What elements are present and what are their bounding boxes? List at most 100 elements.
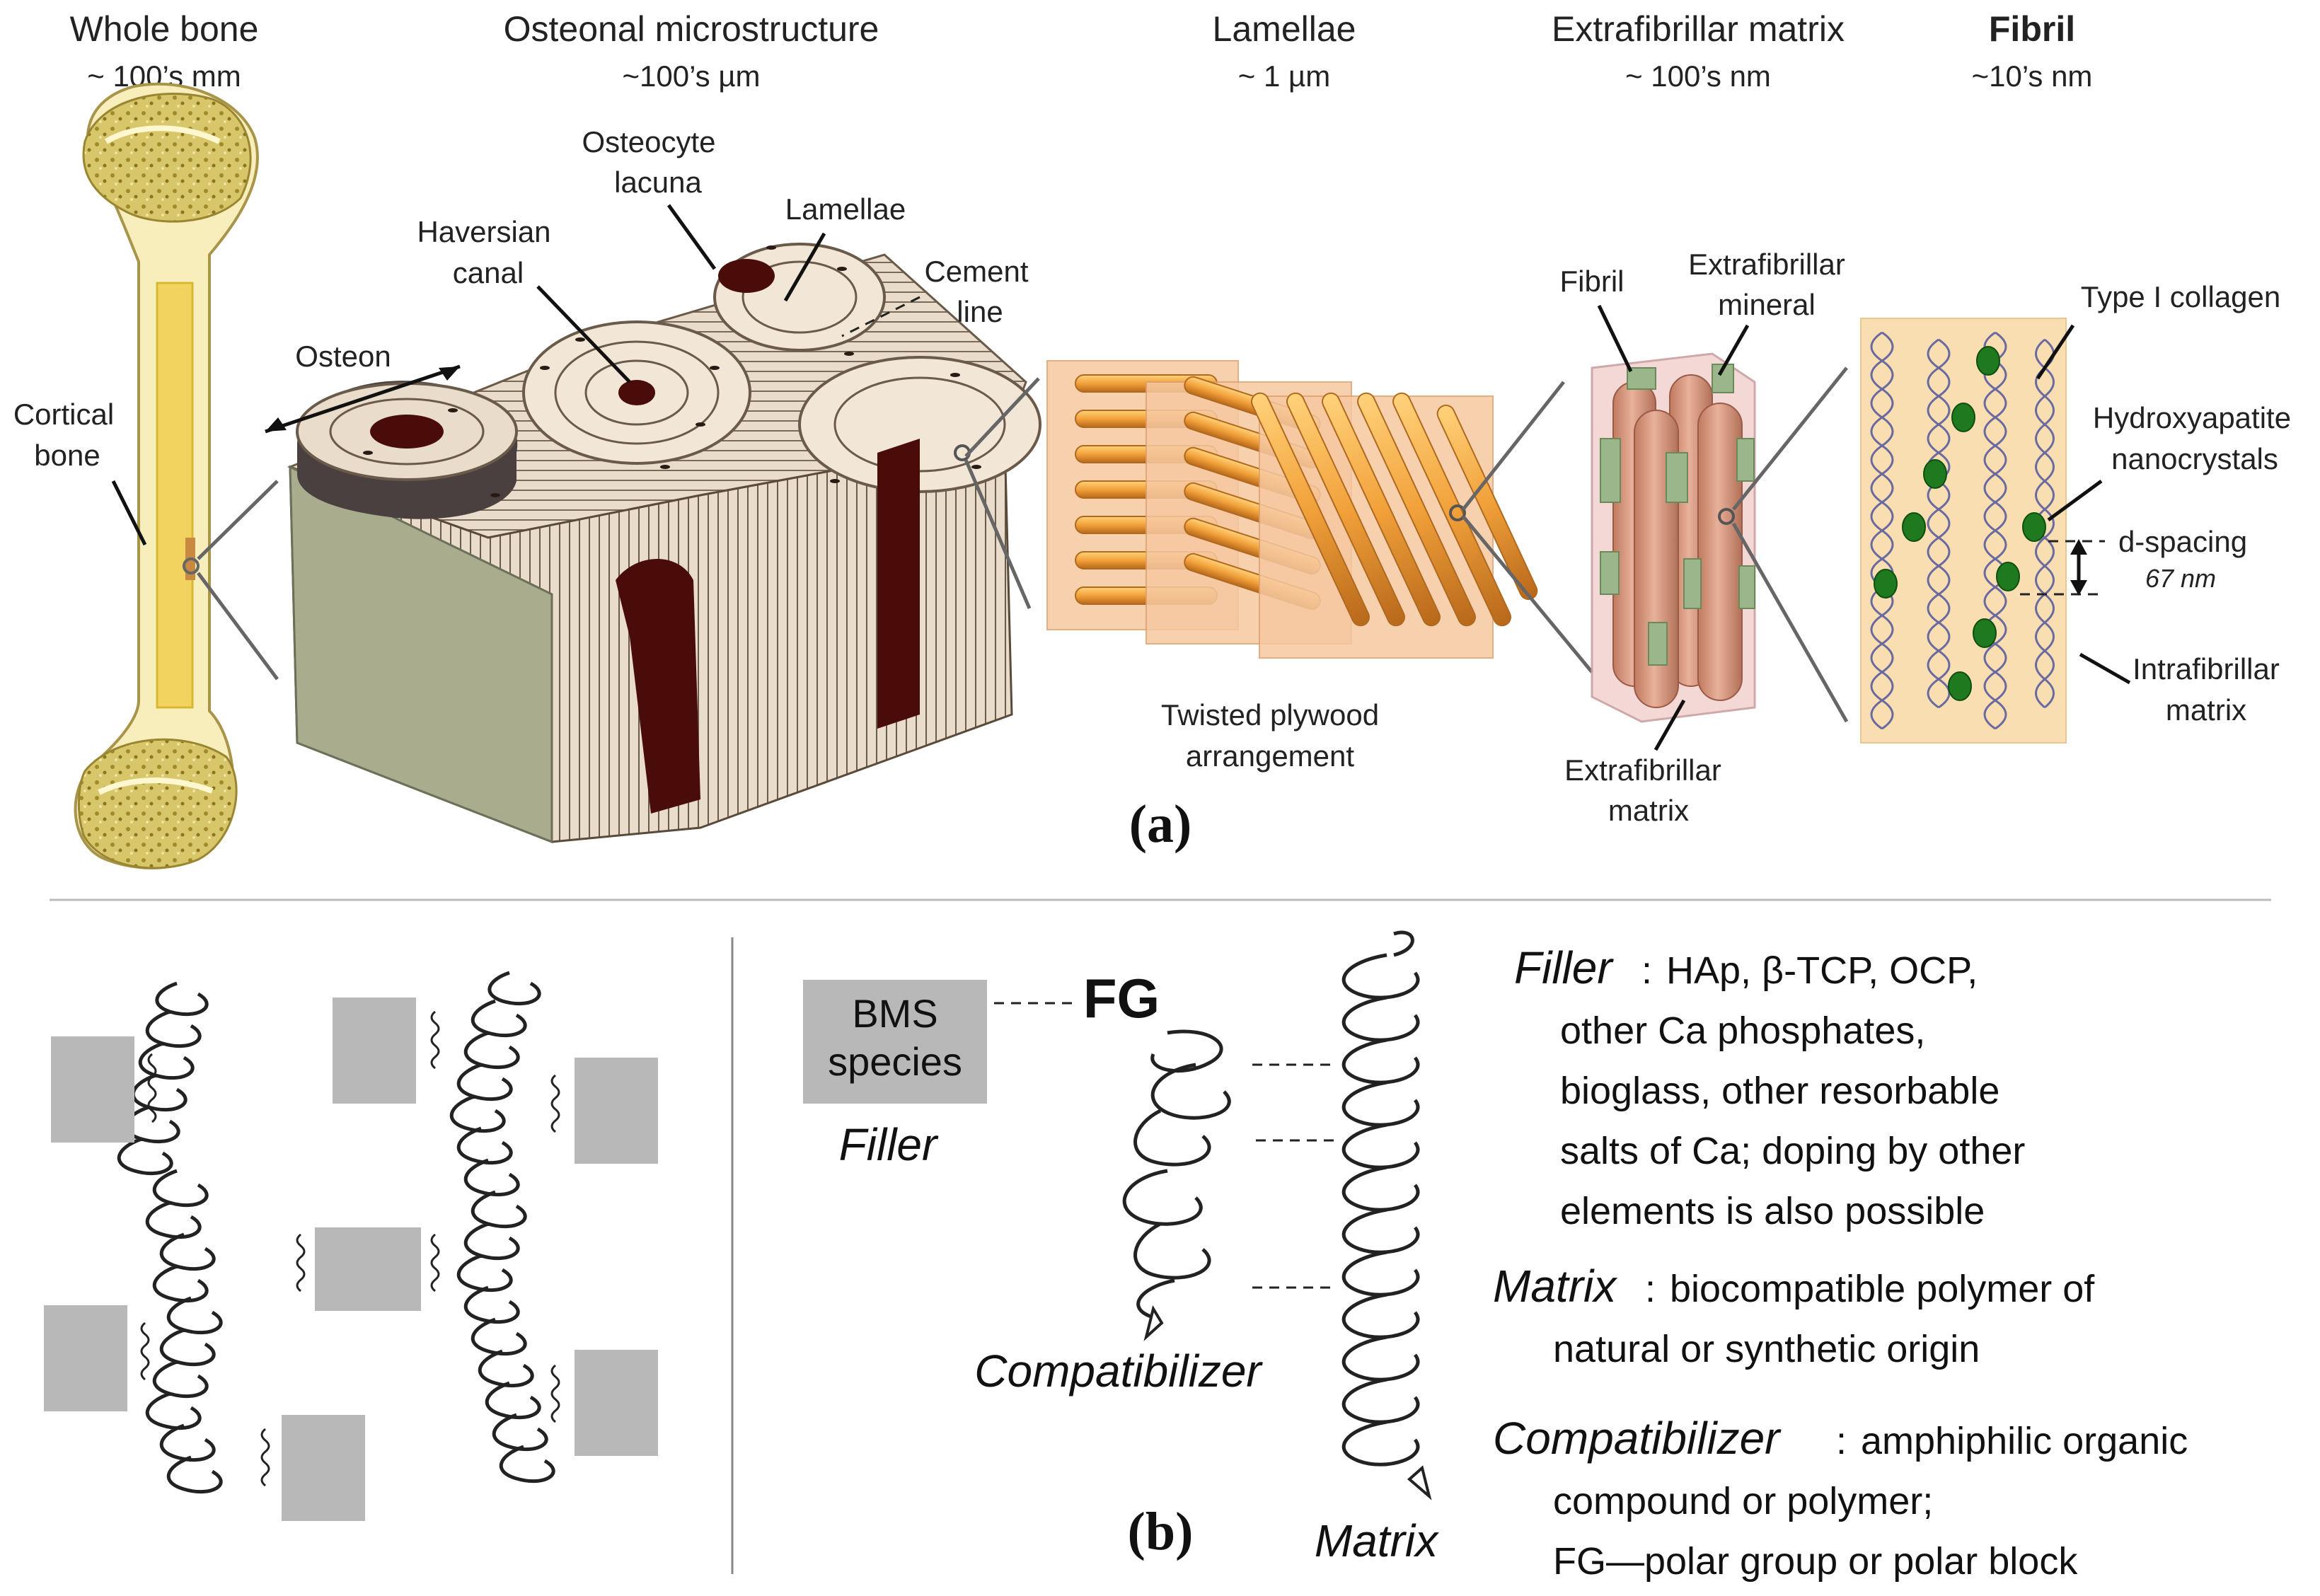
scale-size-lamellae: ~ 1 µm: [1238, 59, 1330, 93]
legend-compat-def-1: amphiphilic organic: [1861, 1420, 2188, 1462]
matrix-caption: Matrix: [1315, 1515, 1439, 1566]
legend-compat-def-2: compound or polymer;: [1553, 1480, 1933, 1522]
zoom-line-bundle-top: [1732, 366, 1848, 511]
fibril-detail-illustration: [1860, 318, 2067, 744]
zoom-line-bone-top: [197, 480, 279, 560]
bms-box-label-2: species: [828, 1039, 962, 1084]
osteon-label: Osteon: [295, 340, 391, 373]
twisted-plywood-illustration: [1046, 360, 1538, 659]
d-spacing-value: 67 nm: [2145, 564, 2216, 593]
fibril-label: Fibril: [1560, 265, 1624, 298]
lamellae-label: Lamellae: [785, 192, 906, 226]
filler-particle: [44, 1305, 127, 1411]
fg-label: FG: [1083, 967, 1160, 1029]
helix-right: [449, 971, 555, 1484]
legend-filler-def-2: other Ca phosphates,: [1560, 1010, 1925, 1052]
osteocyte-lacuna-label-2: lacuna: [614, 166, 702, 199]
legend-compat-def-3: FG—polar group or polar block: [1553, 1540, 2078, 1583]
filler-particles: [44, 998, 658, 1521]
bms-species-box: [803, 980, 987, 1104]
zoom-line-bundle-bottom: [1731, 522, 1849, 723]
filler-caption: Filler: [839, 1119, 939, 1170]
legend-matrix-def-1: biocompatible polymer of: [1670, 1268, 2095, 1310]
legend-filler-term: Filler: [1514, 942, 1614, 993]
filler-particle: [51, 1036, 134, 1143]
cement-line-label-2: line: [957, 295, 1003, 328]
filler-particle: [282, 1415, 365, 1521]
compatibilizer-caption: Compatibilizer: [974, 1346, 1263, 1396]
fibril-leader: [1597, 304, 1633, 373]
bms-box-label-1: BMS: [852, 991, 937, 1036]
d-spacing-arrowhead-down: [2070, 580, 2087, 596]
legend-matrix-term: Matrix: [1493, 1261, 1617, 1312]
cement-line-label-1: Cement: [924, 255, 1028, 288]
extrafibrillar-matrix-label-2: matrix: [1608, 794, 1689, 827]
legend-filler-colon: :: [1641, 949, 1652, 992]
hydroxyapatite-label-1: Hydroxyapatite: [2093, 401, 2291, 434]
cortical-bone-label-2: bone: [34, 439, 100, 472]
cement-line-leader: [841, 296, 921, 337]
legend-filler-def-4: salts of Ca; doping by other: [1560, 1130, 2025, 1172]
filler-particle: [333, 998, 416, 1104]
panel-a-label: (a): [1129, 794, 1192, 854]
scale-title-lamellae: Lamellae: [1213, 9, 1356, 49]
extrafibrillar-bundle-illustration: [1591, 352, 1756, 723]
hydroxyapatite-label-2: nanocrystals: [2111, 442, 2278, 475]
extrafibrillar-mineral-label-1: Extrafibrillar: [1688, 248, 1845, 281]
cortical-bone-leader: [111, 480, 147, 546]
osteon-arrow: [265, 364, 461, 434]
extrafibrillar-mineral-leader: [1717, 324, 1750, 376]
osteon-arrowhead-left: [265, 417, 287, 432]
osteocyte-lacuna-label-1: Osteocyte: [582, 125, 715, 158]
scale-size-extrafibrillar: ~ 100’s nm: [1625, 59, 1771, 93]
intrafibrillar-matrix-leader: [2079, 652, 2131, 685]
scale-size-fibril: ~10’s nm: [1972, 59, 2093, 93]
legend-compat-term: Compatibilizer: [1493, 1413, 1782, 1464]
zoom-line-plywood-top: [1462, 381, 1565, 511]
haversian-canal-label-2: canal: [453, 256, 524, 289]
zoom-line-plywood-bottom: [1462, 515, 1593, 673]
whole-bone-illustration: [74, 82, 259, 869]
extrafibrillar-matrix-leader: [1654, 699, 1686, 751]
haversian-canal-leader: [536, 285, 631, 383]
legend-filler-def-1: HAp, β-TCP, OCP,: [1666, 949, 1978, 992]
zoom-line-osteon-top: [964, 377, 1040, 458]
scale-title-extrafibrillar: Extrafibrillar matrix: [1552, 9, 1845, 49]
cortical-bone-label-1: Cortical: [13, 398, 114, 431]
zoom-line-bone-bottom: [196, 572, 279, 681]
filler-particle: [575, 1350, 658, 1456]
twisted-plywood-label-1: Twisted plywood: [1161, 698, 1379, 732]
filler-particle: [575, 1058, 658, 1164]
d-spacing-label: d-spacing: [2118, 525, 2247, 558]
matrix-helix: [1341, 930, 1432, 1500]
legend-filler-def-5: elements is also possible: [1560, 1190, 1985, 1232]
compatibilizer-helix: [1122, 1029, 1231, 1341]
legend-filler-def-3: bioglass, other resorbable: [1560, 1070, 1999, 1112]
osteon-arrowhead-right: [439, 366, 460, 381]
scale-size-osteonal: ~100’s µm: [622, 59, 760, 93]
zoom-line-osteon-bottom: [964, 459, 1032, 609]
intrafibrillar-matrix-label-1: Intrafibrillar: [2133, 652, 2280, 686]
panel-b-label: (b): [1128, 1502, 1194, 1561]
legend: Filler : HAp, β-TCP, OCP, other Ca phosp…: [1493, 942, 2188, 1583]
lamellae-leader: [783, 232, 826, 302]
d-spacing-arrowhead-up: [2070, 539, 2087, 555]
intrafibrillar-matrix-label-2: matrix: [2166, 693, 2246, 727]
type1-collagen-leader: [2036, 324, 2075, 380]
component-schematic: BMS species FG Filler Compatibilizer (b)…: [803, 930, 1439, 1566]
type1-collagen-label: Type I collagen: [2081, 280, 2281, 313]
extrafibrillar-mineral-label-2: mineral: [1718, 288, 1816, 321]
osteocyte-lacuna-leader: [666, 204, 717, 270]
hydroxyapatite-leader: [2047, 479, 2103, 522]
composite-schematic: [44, 971, 658, 1521]
osteonal-block: [287, 243, 1041, 844]
twisted-plywood-label-2: arrangement: [1186, 739, 1354, 773]
legend-matrix-colon: :: [1645, 1268, 1656, 1310]
haversian-canal-label-1: Haversian: [417, 215, 550, 248]
filler-particle: [315, 1227, 421, 1311]
scale-title-whole-bone: Whole bone: [70, 9, 259, 49]
legend-compat-colon: :: [1836, 1420, 1847, 1462]
scale-titles: Whole bone ~ 100’s mm Osteonal microstru…: [70, 9, 2093, 93]
legend-matrix-def-2: natural or synthetic origin: [1553, 1328, 1980, 1370]
